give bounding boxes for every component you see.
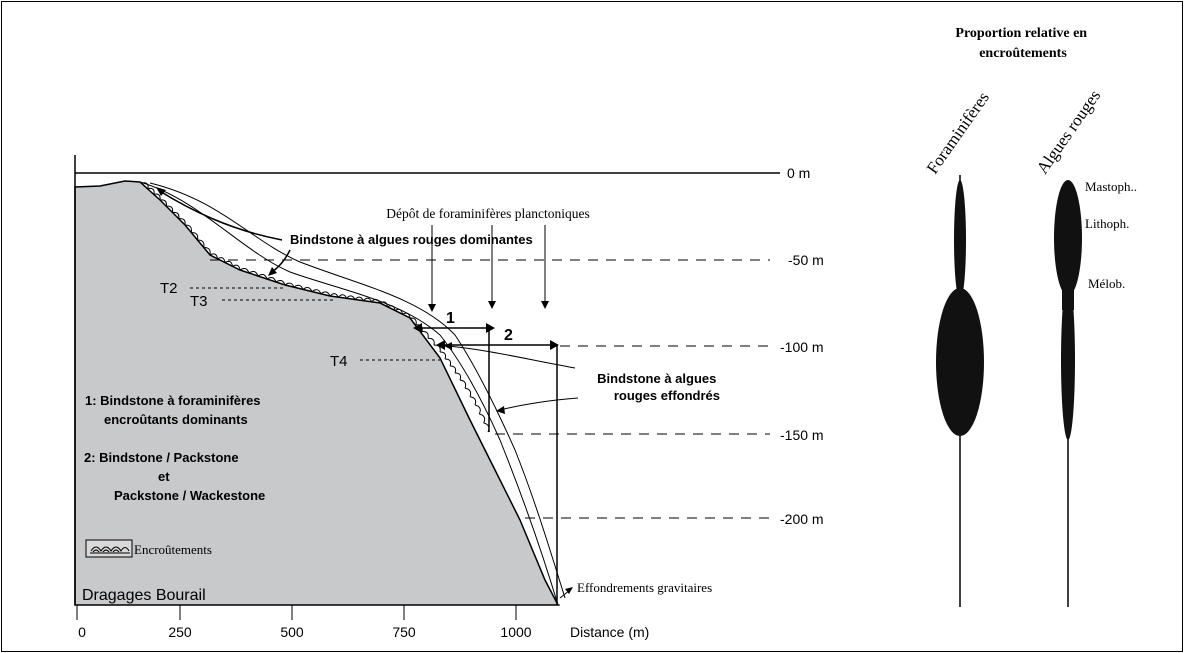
deposit-arrowhead: [488, 301, 496, 309]
callout-arrow: [499, 397, 579, 411]
encrustation-bumps: [141, 182, 490, 433]
deposit-arrowhead: [428, 304, 436, 312]
deposit-label: Dépôt de foraminifères planctoniques: [386, 206, 590, 221]
distance-tick-marks: [76, 605, 517, 620]
proportion-title: Proportion relative en encroûtements: [955, 26, 1090, 61]
depth-label-200: -200 m: [780, 511, 824, 527]
legend-zone-1: 1: Bindstone à foraminifères encroûtants…: [85, 393, 264, 427]
sediment-drape-line: [139, 181, 559, 606]
zone-2-arrowhead-left: [436, 340, 445, 350]
algae-type-mastophoroids: Mastoph..: [1085, 179, 1137, 194]
depth-label-150: -150 m: [780, 427, 824, 443]
callout-arrowhead: [268, 267, 277, 276]
location-label: Dragages Bourail: [82, 587, 206, 604]
zone-1-arrowhead-right: [486, 323, 495, 333]
sea-level-label: 0 m: [787, 165, 810, 181]
encrustation-legend-label: Encroûtements: [134, 542, 212, 557]
algae-type-lithophylloids: Lithoph.: [1085, 216, 1129, 231]
encrustation-markers: [141, 182, 490, 433]
depth-label-50: -50 m: [788, 252, 824, 268]
depth-label-100: -100 m: [780, 339, 824, 355]
red-algae-proportion-shape: [1061, 280, 1075, 440]
legend-zone-2: 2: Bindstone / Packstone et Packstone / …: [84, 450, 265, 503]
distance-tick-750: 750: [392, 624, 416, 640]
collapse-arrowhead: [565, 587, 573, 594]
terrace-label-t2: T2: [160, 280, 178, 297]
red-algae-bindstone-label: Bindstone à algues rouges dominantes: [290, 232, 533, 247]
distance-tick-0: 0: [78, 624, 86, 640]
deposit-arrowhead: [541, 301, 549, 309]
distance-axis-label: Distance (m): [570, 624, 649, 640]
foraminifera-proportion-shape: [936, 288, 984, 436]
terrace-label-t3: T3: [190, 293, 208, 310]
collapse-label: Effondrements gravitaires: [577, 580, 712, 595]
foraminifera-column-label: Foraminifères: [923, 88, 993, 177]
callout-arrowhead: [444, 342, 452, 350]
red-algae-column-label: Algues rouges: [1033, 86, 1105, 177]
distance-tick-500: 500: [280, 624, 304, 640]
red-algae-proportion-shape: [1054, 180, 1082, 296]
callout-arrowhead: [496, 406, 505, 414]
zone-2-arrowhead-right: [550, 340, 559, 350]
zone-1-arrowhead-left: [413, 323, 422, 333]
zone-2-label: 2: [504, 327, 513, 344]
callout-arrowhead: [156, 187, 166, 196]
encrustation-legend-symbol: [90, 546, 130, 554]
distance-tick-1000: 1000: [500, 624, 531, 640]
distance-tick-250: 250: [168, 624, 192, 640]
callout-arrow: [447, 345, 576, 369]
zone-1-label: 1: [446, 310, 455, 327]
algae-type-melobesioids: Mélob.: [1088, 276, 1125, 291]
callout-arrow: [271, 249, 291, 273]
terrace-label-t4: T4: [330, 353, 348, 370]
foraminifera-proportion-shape: [954, 180, 966, 300]
collapsed-bindstone-label: Bindstone à algues rouges effondrés: [597, 371, 720, 403]
sediment-drape-line: [149, 182, 566, 599]
callout-arrow: [157, 189, 283, 241]
